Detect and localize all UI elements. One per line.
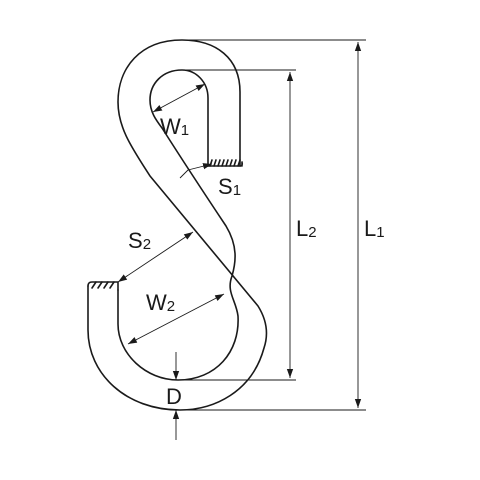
label-d: D bbox=[166, 384, 182, 409]
w2-dimension bbox=[127, 293, 225, 345]
lower-tip-face bbox=[91, 281, 115, 289]
dimension-lines bbox=[117, 39, 366, 440]
lower-hook-tip bbox=[87, 281, 119, 291]
upper-hook-tip bbox=[207, 161, 244, 167]
label-w1: W1 bbox=[160, 114, 189, 139]
label-l1: L1 bbox=[364, 216, 385, 241]
upper-tip-face bbox=[209, 159, 241, 167]
s2-dimension bbox=[117, 231, 194, 283]
s-hook-outline bbox=[87, 39, 268, 411]
s1-dimension bbox=[187, 163, 213, 171]
hook-inner-contour bbox=[117, 69, 239, 381]
label-w2: W2 bbox=[146, 290, 175, 315]
w1-dimension bbox=[152, 83, 206, 113]
label-s1: S1 bbox=[218, 174, 241, 199]
label-s2: S2 bbox=[128, 228, 151, 253]
s1-leader bbox=[179, 169, 189, 179]
dimension-labels: W1 S1 S2 W2 L2 L1 D bbox=[128, 114, 385, 409]
hook-outer-contour bbox=[87, 39, 268, 411]
label-l2: L2 bbox=[296, 216, 317, 241]
